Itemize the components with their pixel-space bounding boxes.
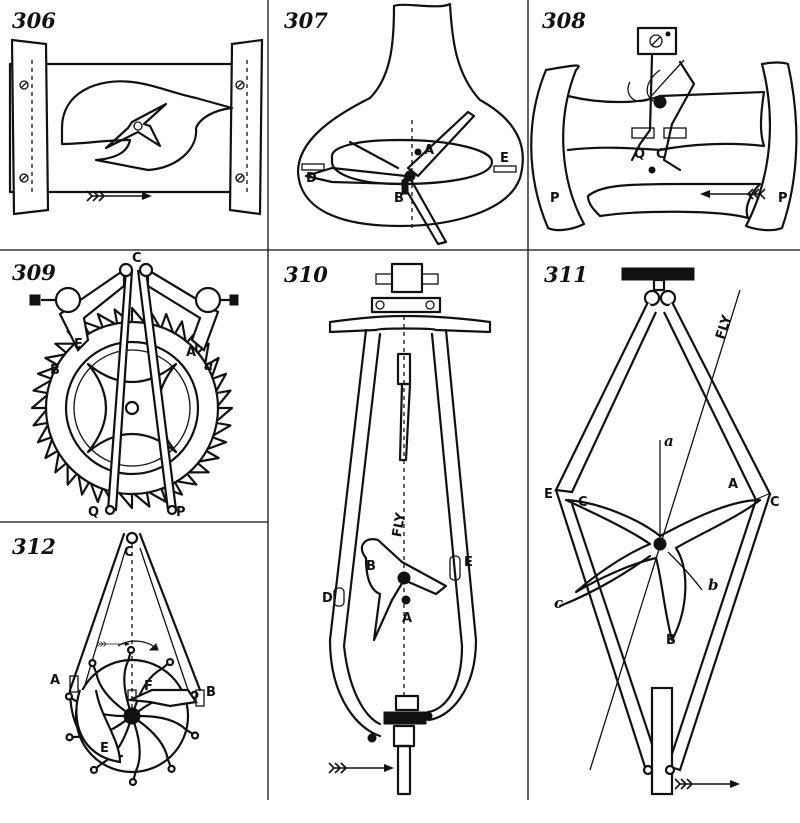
figure-307-label-b: B	[394, 191, 404, 206]
figure-312-number: 312	[12, 534, 56, 559]
figure-311-label-c-small: c	[554, 594, 563, 612]
figure-311-label-a-small: a	[664, 432, 674, 450]
figure-311-label-fly: FLY	[713, 313, 735, 342]
figure-308: 308 P P Q C	[530, 8, 798, 232]
figure-309-label-p: P	[176, 505, 186, 520]
figure-307-label-d: D	[306, 171, 317, 186]
figure-312-spoke	[138, 714, 197, 737]
figure-310-number: 310	[284, 262, 328, 287]
figure-312: 312 C A B F E	[12, 531, 216, 787]
figure-312-label-b: B	[206, 685, 216, 700]
figure-310: 310 B E D A FLY	[284, 262, 492, 796]
figure-311-label-e: E	[544, 487, 553, 502]
figure-307-label-e: E	[500, 151, 509, 166]
figure-309-label-a: A	[186, 345, 196, 360]
figure-309-label-a-small: a	[204, 356, 214, 374]
figure-312-spoke-tip	[65, 733, 74, 742]
figure-306: 306	[8, 8, 264, 216]
figure-312-spoke-tip	[128, 777, 138, 787]
figure-311: 311 a E C A C b c B FLY	[544, 262, 780, 796]
figure-309-label-q: Q	[88, 505, 99, 520]
figure-311-label-c-right: C	[770, 495, 780, 510]
figure-309-saw-teeth	[30, 306, 234, 510]
figure-308-label-p-right: P	[778, 191, 788, 206]
figure-312-spoke-tip	[126, 645, 136, 655]
figure-312-label-c: C	[124, 545, 134, 560]
figure-312-spoke-tip	[167, 764, 176, 773]
figure-309-number: 309	[12, 260, 56, 285]
figure-312-spoke-tip	[64, 692, 74, 701]
figure-307-label-a: A	[424, 143, 434, 158]
figure-310-label-d: D	[322, 591, 333, 606]
figure-312-spoke	[131, 722, 141, 784]
figure-312-spoke	[123, 648, 133, 710]
figure-309-label-b: B	[50, 363, 60, 378]
figure-311-label-b-small: b	[708, 576, 719, 594]
figure-312-spoke	[91, 662, 127, 713]
figure-312-spoke-tip	[190, 731, 200, 740]
figure-311-label-c-left: C	[578, 495, 588, 510]
figure-312-spoke	[137, 719, 173, 770]
figure-307-number: 307	[284, 8, 328, 33]
figure-311-label-b: B	[666, 633, 676, 648]
figure-308-number: 308	[542, 8, 586, 33]
figure-312-spoke-tip	[89, 765, 99, 775]
figure-309-label-e: E	[74, 337, 83, 352]
panel-dividers	[0, 0, 800, 800]
figure-309-label-c: C	[132, 251, 142, 266]
figure-308-label-q: Q	[634, 147, 645, 162]
figure-312-label-a: A	[50, 673, 60, 688]
figure-307: 307 A B D E	[284, 2, 524, 246]
figure-312-label-f: F	[144, 679, 153, 694]
figure-312-spoke	[133, 660, 172, 710]
figure-310-label-e: E	[464, 555, 473, 570]
figure-311-number: 311	[544, 262, 588, 287]
figure-309: 309 C A B a E Q P	[12, 251, 239, 520]
figure-308-label-c: C	[656, 147, 666, 162]
figure-312-spoke-tip	[165, 657, 175, 667]
figure-312-label-e: E	[100, 741, 109, 756]
figure-308-label-p-left: P	[550, 191, 560, 206]
figure-311-label-a: A	[728, 477, 738, 492]
figure-306-number: 306	[12, 8, 56, 33]
figure-310-label-b: B	[366, 559, 376, 574]
figure-310-label-fly: FLY	[390, 511, 409, 538]
figure-310-label-a: A	[402, 611, 412, 626]
figure-312-spoke-tip	[88, 659, 97, 668]
